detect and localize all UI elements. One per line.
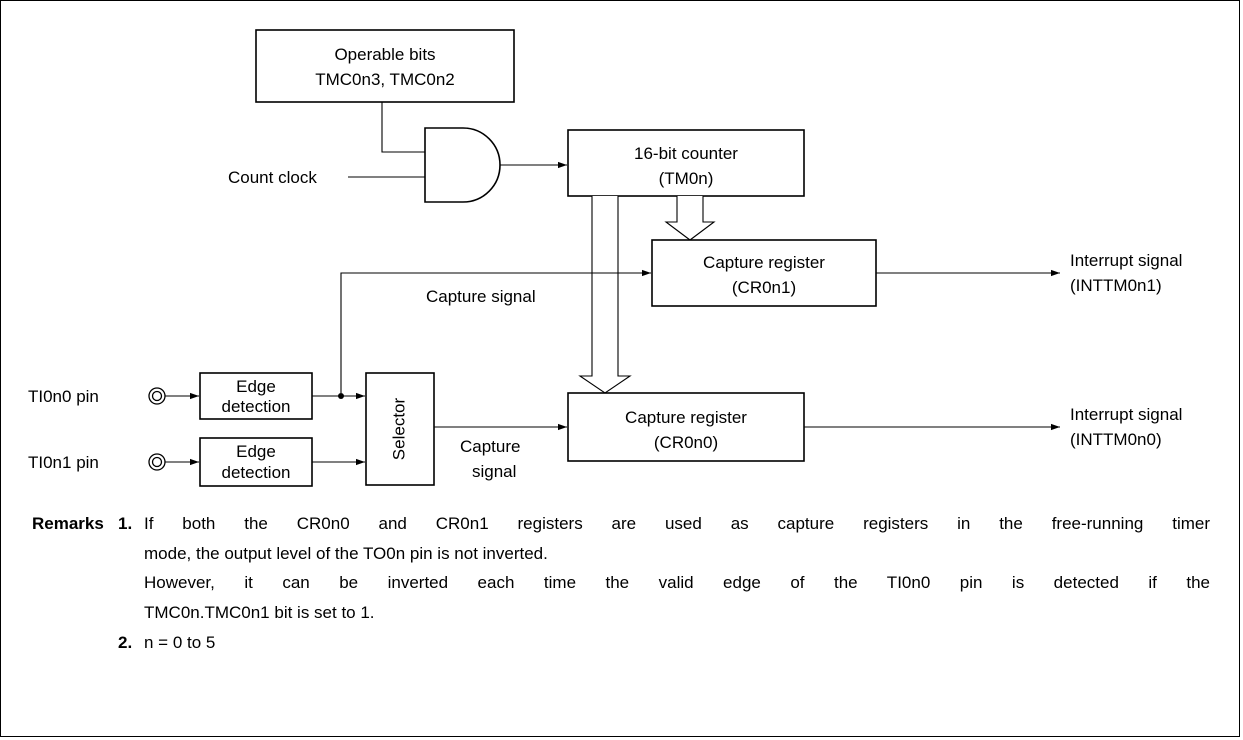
remark-1-line2: mode, the output level of the TO0n pin i… [144,544,548,563]
remark-1-number: 1. [118,514,133,533]
capture-signal-2-line1: Capture [460,437,520,456]
operable-bits-wire [381,102,425,153]
operable-bits-box: Operable bits TMC0n3, TMC0n2 [255,29,515,103]
capture-register-cr0n0: Capture register (CR0n0) [567,392,805,462]
bus-arrow-to-cr0n1 [664,196,716,241]
cr0n0-line2: (CR0n0) [654,433,718,452]
remark-1-line1: If both the CR0n0 and CR0n1 registers ar… [144,514,1210,533]
junction-dot [338,393,344,399]
counter-line2: (TM0n) [659,169,714,188]
counter-line1: 16-bit counter [634,144,738,163]
and-gate [424,127,501,203]
capture-signal-wire-cr0n1 [340,269,651,393]
cr0n1-line2: (CR0n1) [732,278,796,297]
interrupt-1-line2: (INTTM0n1) [1070,276,1162,295]
capture-signal-label: Capture signal [426,287,536,306]
remark-2-number: 2. [118,633,133,652]
edge-detection-1-line2: detection [222,463,291,482]
remarks-heading: Remarks [32,514,104,533]
bus-arrow-to-cr0n0 [578,196,632,394]
interrupt-0-line1: Interrupt signal [1070,405,1182,424]
operable-bits-line2: TMC0n3, TMC0n2 [315,70,455,89]
pin-0-terminal-inner-icon [151,390,163,402]
pin-0-label: TI0n0 pin [28,387,99,406]
remark-1-line3: However, it can be inverted each time th… [144,573,1210,592]
edge-detection-1: Edge detection [199,437,313,487]
capture-register-cr0n1: Capture register (CR0n1) [651,239,877,307]
selector-box: Selector [365,372,435,486]
remark-1-line4: TMC0n.TMC0n1 bit is set to 1. [144,603,375,622]
pin-1-label: TI0n1 pin [28,453,99,472]
edge-detection-1-line1: Edge [236,442,276,461]
counter-box: 16-bit counter (TM0n) [567,129,805,197]
edge-detection-0-line2: detection [222,397,291,416]
selector-label: Selector [389,397,408,460]
count-clock-label: Count clock [228,168,317,187]
operable-bits-line1: Operable bits [334,45,435,64]
edge-detection-0: Edge detection [199,372,313,420]
edge-detection-0-line1: Edge [236,377,276,396]
interrupt-0-line2: (INTTM0n0) [1070,430,1162,449]
cr0n0-line1: Capture register [625,408,747,427]
remark-2-text: n = 0 to 5 [144,633,216,652]
pin-1-terminal-inner-icon [151,456,163,468]
capture-signal-2-line2: signal [472,462,516,481]
cr0n1-line1: Capture register [703,253,825,272]
interrupt-1-line1: Interrupt signal [1070,251,1182,270]
